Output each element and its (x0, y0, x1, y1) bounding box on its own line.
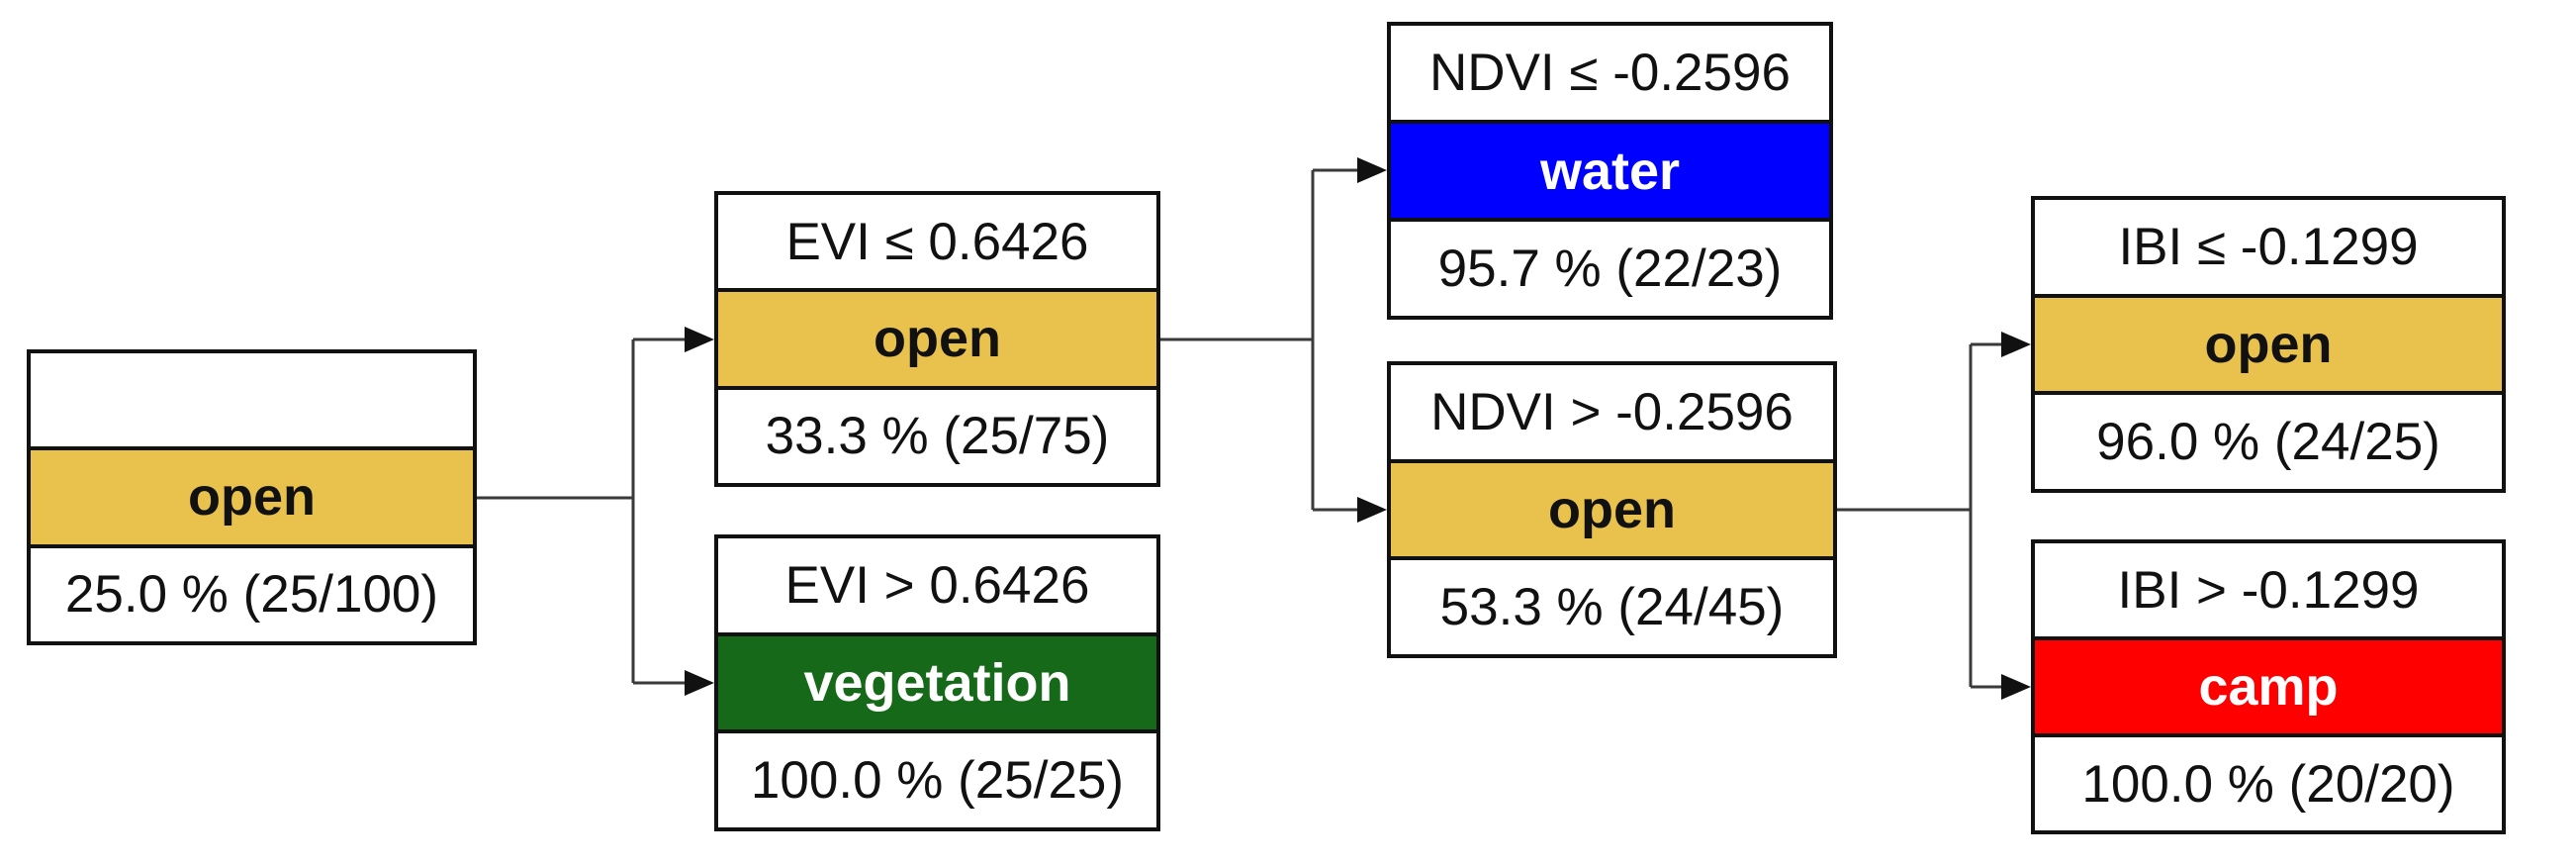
connector-open-to-ndvi-children (1160, 157, 1387, 523)
tree-node-ibi-gt-camp: IBI > -0.1299 camp 100.0 % (20/20) (2031, 539, 2506, 834)
stat-band: 100.0 % (25/25) (718, 733, 1156, 828)
class-band: open (1391, 458, 1833, 561)
condition-band: EVI > 0.6426 (718, 538, 1156, 632)
tree-node-ibi-le-open: IBI ≤ -0.1299 open 96.0 % (24/25) (2031, 196, 2506, 493)
arrowhead-icon (2001, 332, 2031, 357)
tree-node-evi-le-open: EVI ≤ 0.6426 open 33.3 % (25/75) (714, 191, 1160, 487)
stat-band: 95.7 % (22/23) (1391, 222, 1829, 316)
arrowhead-icon (685, 327, 714, 352)
tree-node-root-open: open 25.0 % (25/100) (27, 349, 477, 645)
tree-node-ndvi-le-water: NDVI ≤ -0.2596 water 95.7 % (22/23) (1387, 22, 1833, 320)
condition-band: EVI ≤ 0.6426 (718, 195, 1156, 289)
stat-band: 33.3 % (25/75) (718, 389, 1156, 483)
condition-band (31, 353, 473, 447)
class-band: open (718, 288, 1156, 390)
class-band: open (2035, 293, 2502, 396)
arrowhead-icon (685, 670, 714, 696)
condition-band: IBI ≤ -0.1299 (2035, 200, 2502, 294)
class-band: water (1391, 120, 1829, 222)
class-band: camp (2035, 636, 2502, 737)
stat-band: 100.0 % (20/20) (2035, 737, 2502, 830)
tree-node-evi-gt-vegetation: EVI > 0.6426 vegetation 100.0 % (25/25) (714, 534, 1160, 831)
class-band: open (31, 446, 473, 548)
condition-band: NDVI > -0.2596 (1391, 365, 1833, 459)
condition-band: NDVI ≤ -0.2596 (1391, 26, 1829, 120)
class-band: vegetation (718, 631, 1156, 734)
condition-band: IBI > -0.1299 (2035, 543, 2502, 636)
connector-open-to-ibi-children (1837, 332, 2031, 700)
arrowhead-icon (2001, 674, 2031, 700)
stat-band: 25.0 % (25/100) (31, 547, 473, 641)
stat-band: 96.0 % (24/25) (2035, 395, 2502, 490)
arrowhead-icon (1357, 497, 1387, 523)
stat-band: 53.3 % (24/45) (1391, 560, 1833, 655)
tree-node-ndvi-gt-open: NDVI > -0.2596 open 53.3 % (24/45) (1387, 361, 1837, 658)
arrowhead-icon (1357, 157, 1387, 183)
connector-root-to-children (477, 327, 714, 696)
